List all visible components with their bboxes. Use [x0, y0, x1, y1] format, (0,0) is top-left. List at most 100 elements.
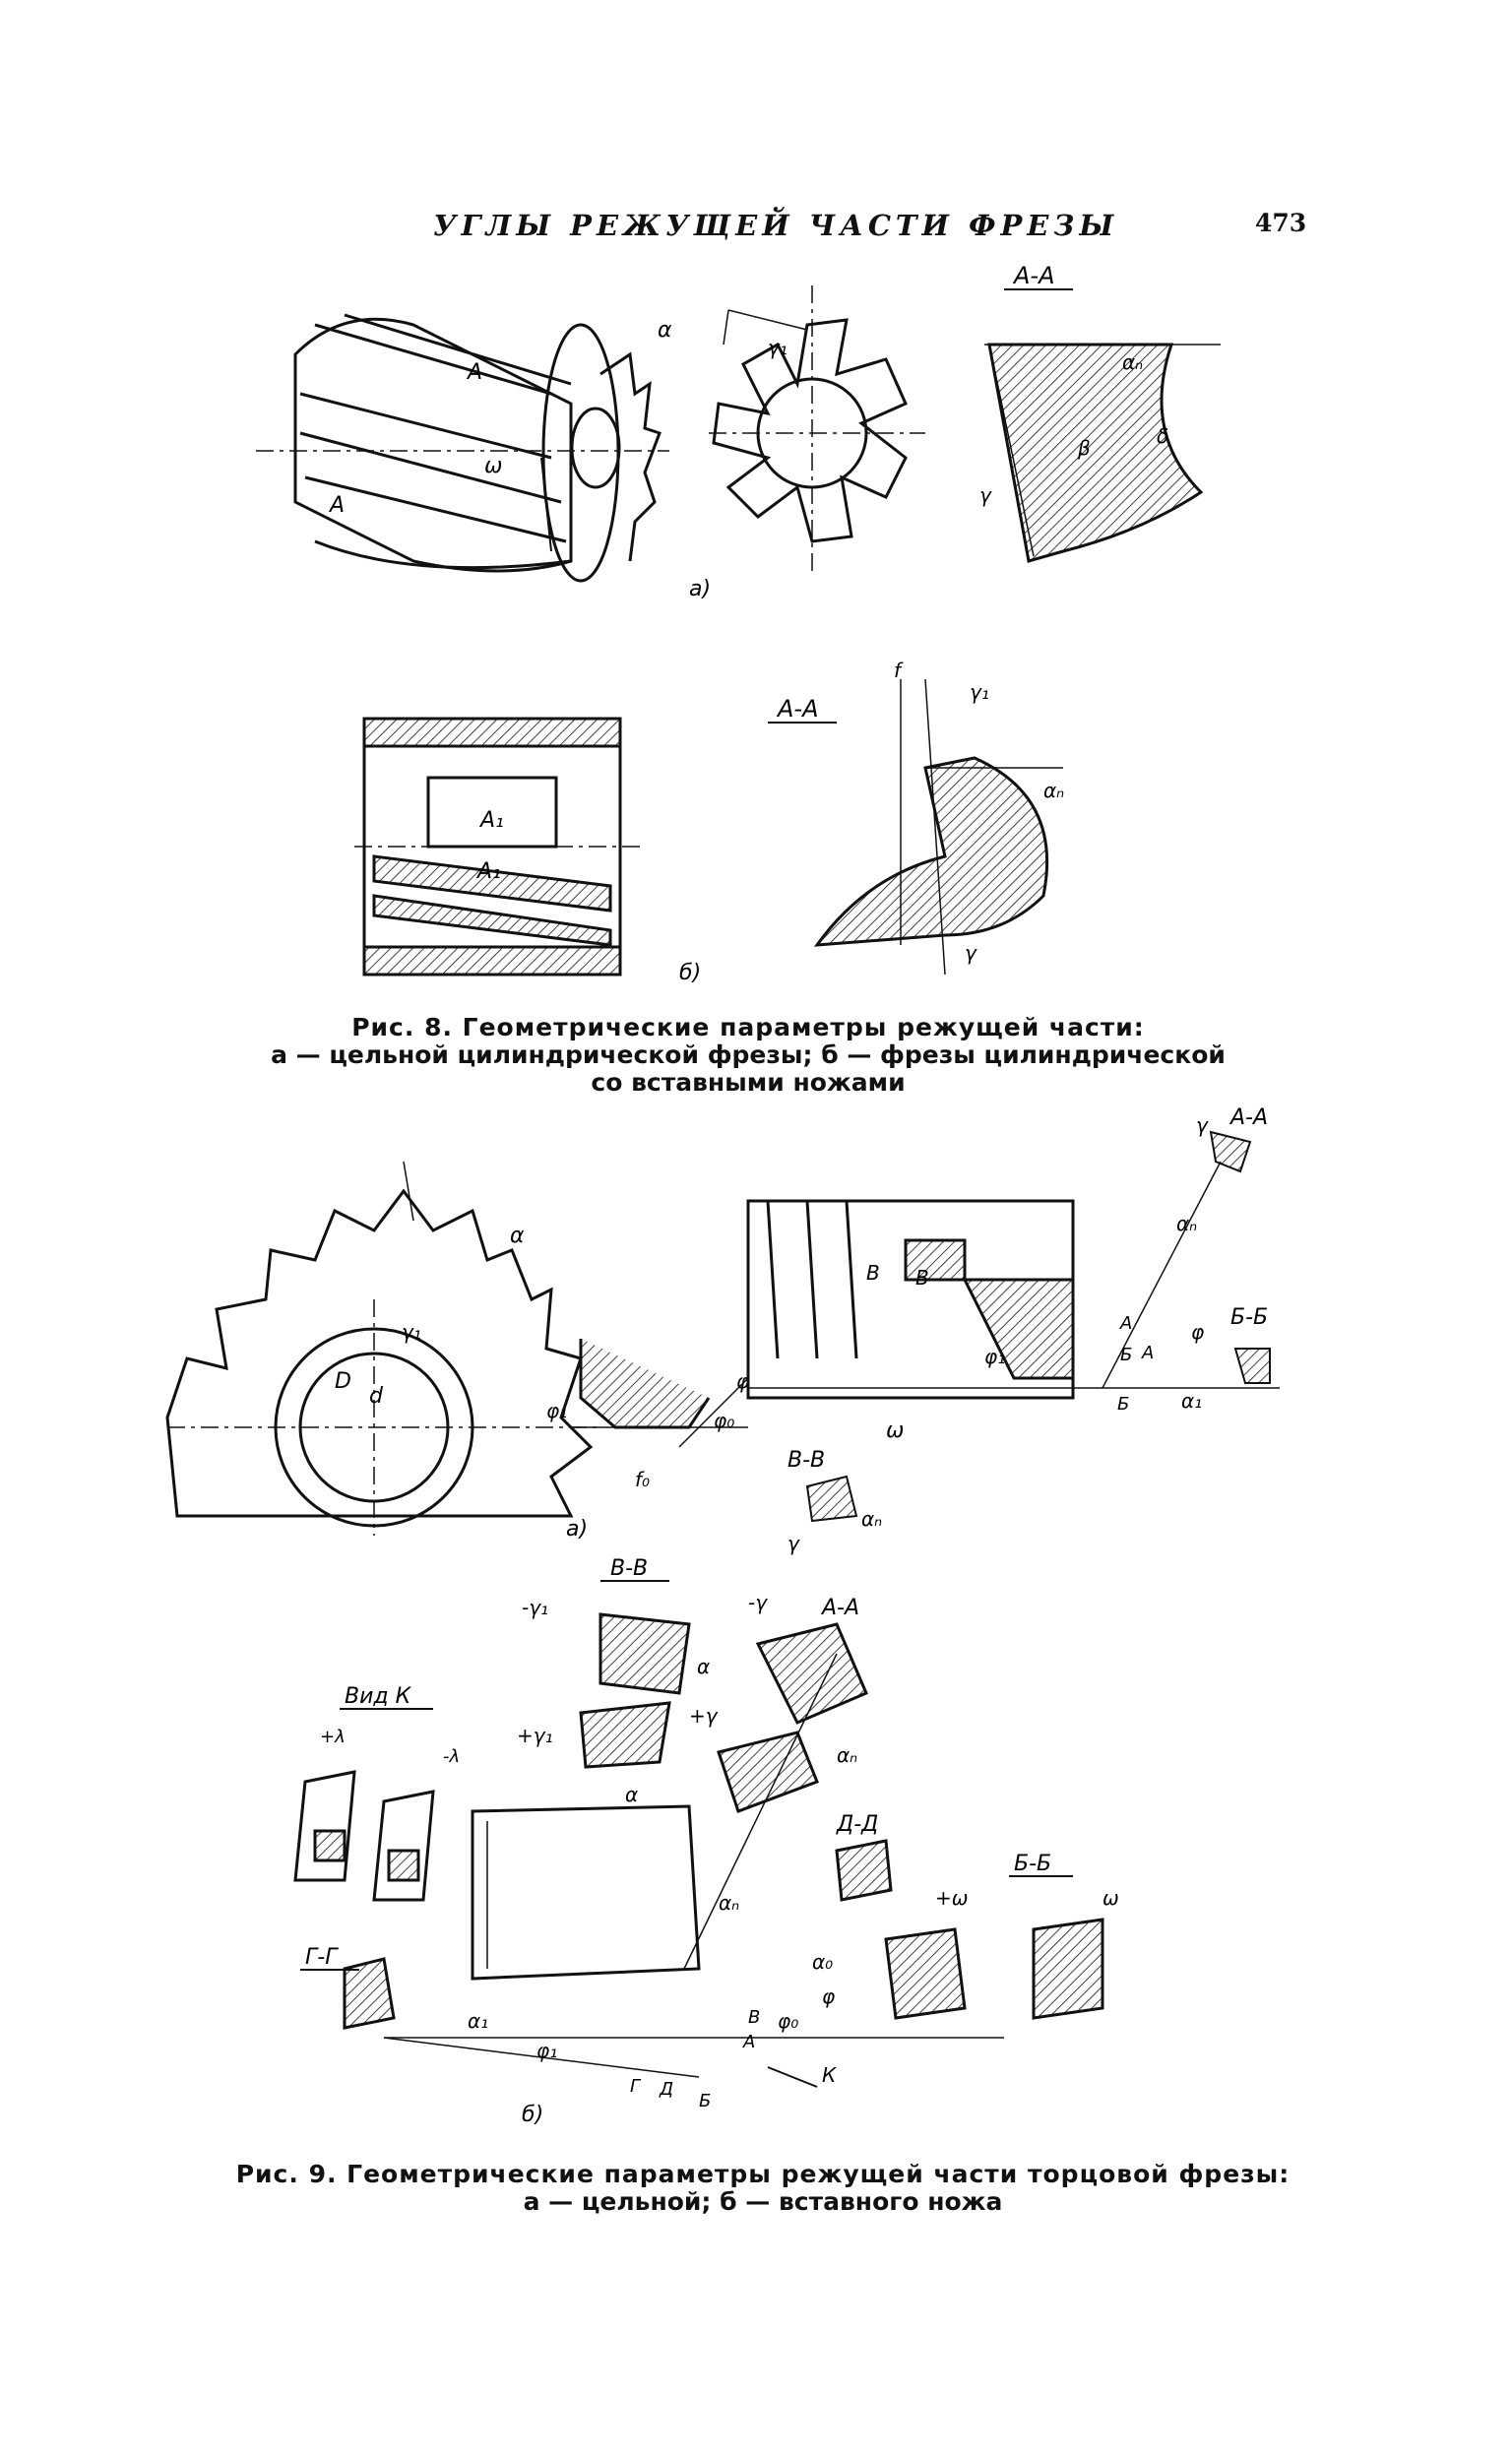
figure-8a-sublabel: а): [689, 577, 711, 601]
label-f0: f₀: [635, 1468, 650, 1491]
label-vv-gamma: γ: [788, 1532, 800, 1555]
cutter-front-view: [709, 285, 925, 571]
label-gamma-b: γ: [965, 941, 977, 965]
label-K: К: [822, 2063, 837, 2087]
label-minus-lambda: -λ: [443, 1746, 460, 1767]
inserted-blade-cutter-view: [354, 717, 640, 976]
label-alpha-9b: α: [697, 1655, 710, 1678]
label-alpha2-9b: α: [625, 1783, 638, 1806]
view-K-label: Вид К: [345, 1684, 412, 1709]
label-phi-right: φ: [1191, 1320, 1204, 1344]
label-alpha-n-9b: αₙ: [837, 1743, 857, 1767]
label-minus-gamma1: -γ₁: [522, 1596, 548, 1619]
label-V-mark: В: [748, 2007, 760, 2028]
figure-9b-sublabel: б): [522, 2103, 543, 2126]
figure-8-caption: Рис. 8. Геометрические параметры режущей…: [226, 1014, 1270, 1097]
section-label-BB-9a: Б-Б: [1230, 1305, 1268, 1330]
label-D-mark: Д: [659, 2079, 673, 2100]
label-alpha: α: [658, 318, 672, 343]
figure-8-caption-line3: со вставными ножами: [591, 1068, 906, 1097]
face-mill-front-view: [165, 1161, 600, 1536]
insert-blade-body: [383, 1653, 1004, 2078]
label-f: f: [894, 659, 904, 682]
section-label-AA-b: А-А: [776, 695, 819, 723]
label-A-upper: A: [466, 360, 482, 385]
label-D: D: [335, 1369, 351, 1394]
label-alpha0-9b: α₀: [812, 1950, 833, 1974]
label-omega: ω: [484, 454, 502, 478]
label-B1: В: [866, 1261, 880, 1285]
figure-8-caption-line1: Рис. 8. Геометрические параметры режущей…: [351, 1013, 1145, 1041]
label-A-lower: A: [328, 493, 345, 518]
figure-9a-drawing: α γ₁ D d φ φ₁ φ₀ f₀ В В ω φ₁ A A Б Б φ γ…: [165, 1105, 1280, 1555]
label-gamma: γ: [979, 483, 992, 507]
label-gamma1-b: γ₁: [970, 680, 989, 704]
view-K-inserts: [293, 1770, 435, 1902]
label-minus-gamma: -γ: [748, 1591, 768, 1614]
label-A1-lower: A₁: [475, 859, 501, 884]
label-plus-lambda: +λ: [320, 1727, 346, 1747]
label-phi0-9a: φ₀: [714, 1409, 734, 1432]
label-alpha1-9b: α₁: [468, 2009, 488, 2033]
label-B6-bottom: Б: [1117, 1394, 1129, 1415]
figure-9b-drawing: В-В -γ₁ +γ₁ α -γ А-А +γ αₙ α Вид К +λ -λ: [293, 1556, 1119, 2126]
section-label-AA: А-А: [1012, 266, 1055, 289]
label-alpha-n: αₙ: [1122, 350, 1143, 374]
section-label-VV-9a: В-В: [788, 1448, 825, 1473]
label-phi1-9a: φ₁: [546, 1399, 567, 1422]
figure-8-caption-line2: а — цельной цилиндрической фрезы; б — фр…: [271, 1040, 1226, 1069]
label-G-mark: Г: [630, 2076, 642, 2097]
label-phi1-9b: φ₁: [536, 2039, 557, 2062]
label-phi-9b: φ: [822, 1984, 835, 2008]
section-label-AA-9b: А-А: [820, 1596, 859, 1620]
label-alpha1-9a: α₁: [1181, 1389, 1202, 1413]
label-beta: β: [1077, 436, 1091, 460]
section-label-BB-9b: Б-Б: [1014, 1852, 1051, 1876]
label-gamma-9a: γ: [1196, 1113, 1209, 1137]
label-alpha-n-9a: αₙ: [1176, 1212, 1197, 1235]
label-A1-upper: A₁: [478, 808, 504, 833]
figure-9-caption-line1: Рис. 9. Геометрические параметры режущей…: [235, 2160, 1291, 2188]
figure-9-caption-line2: а — цельной; б — вставного ножа: [523, 2187, 1003, 2216]
label-A-9a: A: [1119, 1313, 1132, 1334]
section-AA-b-profile: [813, 756, 1049, 947]
label-alpha-9a: α: [510, 1224, 525, 1248]
label-B2: В: [915, 1266, 929, 1290]
label-d: d: [369, 1384, 384, 1409]
figure-8b-sublabel: б): [679, 961, 701, 985]
label-phi1-right: φ₁: [984, 1345, 1005, 1368]
label-B-mark: Б: [699, 2091, 711, 2111]
figure-9a-sublabel: а): [566, 1517, 588, 1542]
section-label-DD-9b: Д-Д: [836, 1812, 878, 1837]
label-plus-omega: +ω: [935, 1886, 969, 1910]
label-A-mark-9b: А: [742, 2032, 755, 2052]
figure-8a-drawing: A A ω α γ₁ А-А αₙ β γ δ а): [256, 266, 1221, 601]
tooth-profile-detail: [571, 1339, 749, 1448]
label-A-mark-9a: A: [1141, 1343, 1154, 1363]
section-AA-profile: [987, 343, 1204, 563]
label-omega-9a: ω: [886, 1418, 904, 1443]
label-B6-top: Б: [1120, 1345, 1132, 1365]
label-plus-gamma: +γ: [689, 1704, 719, 1728]
label-phi0-9b: φ₀: [778, 2009, 798, 2033]
page-number: 473: [1255, 209, 1307, 237]
label-plus-gamma1: +γ₁: [517, 1724, 553, 1747]
label-phi-9a: φ: [736, 1369, 749, 1393]
face-mill-side-view: [746, 1161, 1280, 1400]
helical-cutter-side-view: [256, 313, 669, 583]
page-header-title: УГЛЫ РЕЖУЩЕЙ ЧАСТИ ФРЕЗЫ: [433, 209, 1119, 242]
figure-9-caption: Рис. 9. Геометрические параметры режущей…: [197, 2161, 1329, 2216]
label-omega-9b: ω: [1102, 1886, 1119, 1910]
label-delta: δ: [1157, 424, 1168, 448]
figure-8b-drawing: A₁ A₁ б) А-А f γ₁ αₙ γ: [354, 659, 1064, 985]
label-alpha-n2-9b: αₙ: [719, 1891, 739, 1915]
label-gamma1: γ₁: [768, 336, 788, 359]
section-label-VV-9b: В-В: [610, 1556, 648, 1581]
label-vv-alpha-n: αₙ: [861, 1507, 882, 1531]
section-label-GG-9b: Г-Г: [305, 1945, 339, 1970]
section-label-AA-9a: А-А: [1228, 1105, 1268, 1130]
label-gamma1-9a: γ₁: [402, 1320, 421, 1344]
label-alpha-n-b: αₙ: [1043, 779, 1064, 802]
section-VV-9b-shape: [598, 1612, 691, 1695]
